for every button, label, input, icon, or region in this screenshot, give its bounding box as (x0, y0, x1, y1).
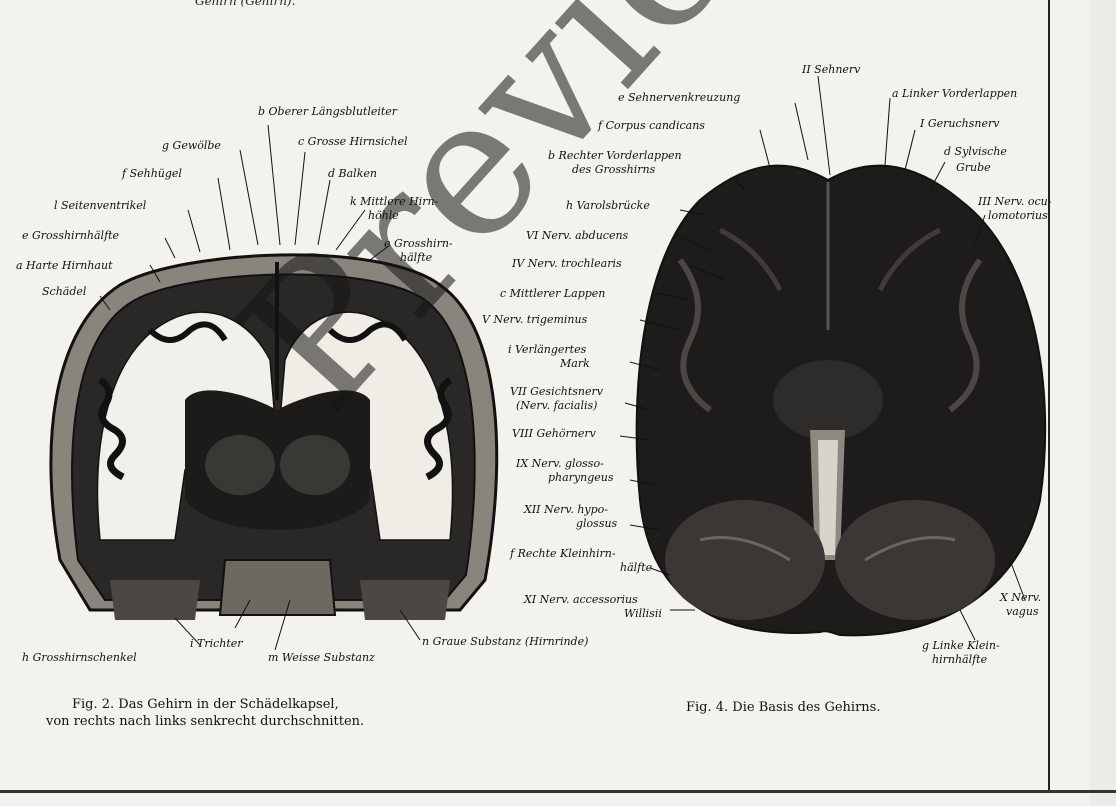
fig4-label-IX2: pharyngeus (548, 472, 614, 484)
fig4-label-d2: Grube (956, 162, 991, 174)
fig2-label-h: h Grosshirnschenkel (22, 652, 137, 664)
fig4-label-h: h Varolsbrücke (566, 200, 650, 212)
fig4-label-b2: des Grosshirns (572, 164, 655, 176)
fig4-label-d: d Sylvische (944, 146, 1007, 158)
page-edge (1090, 0, 1116, 806)
fig4-label-b: b Rechter Vorderlappen (548, 150, 682, 162)
fig4-label-IV: IV Nerv. trochlearis (512, 258, 622, 270)
fig2-label-schaedel: Schädel (42, 286, 86, 298)
frame-rule-bottom (0, 790, 1116, 793)
fig4-label-VII: VII Gesichtsnerv (510, 386, 603, 398)
fig2-label-k: k Mittlere Hirn- (350, 196, 438, 208)
fig2-label-k2: höhle (368, 210, 399, 222)
fig2-label-e-left: e Grosshirnhälfte (22, 230, 119, 242)
fig4-label-VII2: (Nerv. facialis) (516, 400, 597, 412)
fig4-label-X: X Nerv. (1000, 592, 1041, 604)
fig2-label-i: i Trichter (190, 638, 243, 650)
fig4-label-c: c Mittlerer Lappen (500, 288, 605, 300)
fig4-label-I: I Geruchsnerv (920, 118, 999, 130)
fig2-label-b: b Oberer Längsblutleiter (258, 106, 397, 118)
fig2-label-e-right: e Grosshirn- (384, 238, 453, 250)
fig2-label-a: a Harte Hirnhaut (16, 260, 113, 272)
fig4-label-i2: Mark (560, 358, 590, 370)
fig4-label-XII2: glossus (576, 518, 617, 530)
fig4-label-i: i Verlängertes (508, 344, 586, 356)
fig4-label-XII: XII Nerv. hypo- (524, 504, 608, 516)
fig2-label-m: m Weisse Substanz (268, 652, 375, 664)
fig4-label-II: II Sehnerv (802, 64, 860, 76)
fig4-label-VIII: VIII Gehörnerv (512, 428, 596, 440)
fig4-label-a: a Linker Vorderlappen (892, 88, 1017, 100)
fig4-label-V: V Nerv. trigeminus (482, 314, 587, 326)
fig2-label-g: g Gewölbe (162, 140, 221, 152)
fig2-label-l: l Seitenventrikel (54, 200, 146, 212)
fig4-label-f22: hälfte (620, 562, 652, 574)
fig4-label-III2: lomotorius (988, 210, 1048, 222)
fig2-label-c: c Grosse Hirnsichel (298, 136, 408, 148)
fig2-label-e-right2: hälfte (400, 252, 432, 264)
fig4-label-VI: VI Nerv. abducens (526, 230, 628, 242)
fig4-caption: Fig. 4. Die Basis des Gehirns. (686, 700, 880, 716)
fig4-label-g2: hirnhälfte (932, 654, 987, 666)
fig4-label-e: e Sehnervenkreuzung (618, 92, 740, 104)
fig4-label-f: f Corpus candicans (598, 120, 705, 132)
fig4-label-f2: f Rechte Kleinhirn- (510, 548, 616, 560)
fig4-label-XI2: Willisii (624, 608, 662, 620)
fig4-label-IX: IX Nerv. glosso- (516, 458, 604, 470)
fig4-label-g: g Linke Klein- (922, 640, 1000, 652)
fig2-caption-line1: Fig. 2. Das Gehirn in der Schädelkapsel, (72, 697, 339, 713)
frame-rule-right (1048, 0, 1050, 790)
fig2-caption-line2: von rechts nach links senkrecht durchsch… (46, 714, 364, 730)
fig4-label-III: III Nerv. ocu- (978, 196, 1051, 208)
fig2-label-d: d Balken (328, 168, 377, 180)
fig4-label-X2: vagus (1006, 606, 1039, 618)
fig2-label-f: f Sehhügel (122, 168, 182, 180)
fig2-label-n: n Graue Substanz (Hirnrinde) (422, 636, 588, 648)
fig4-label-XI: XI Nerv. accessorius (524, 594, 638, 606)
